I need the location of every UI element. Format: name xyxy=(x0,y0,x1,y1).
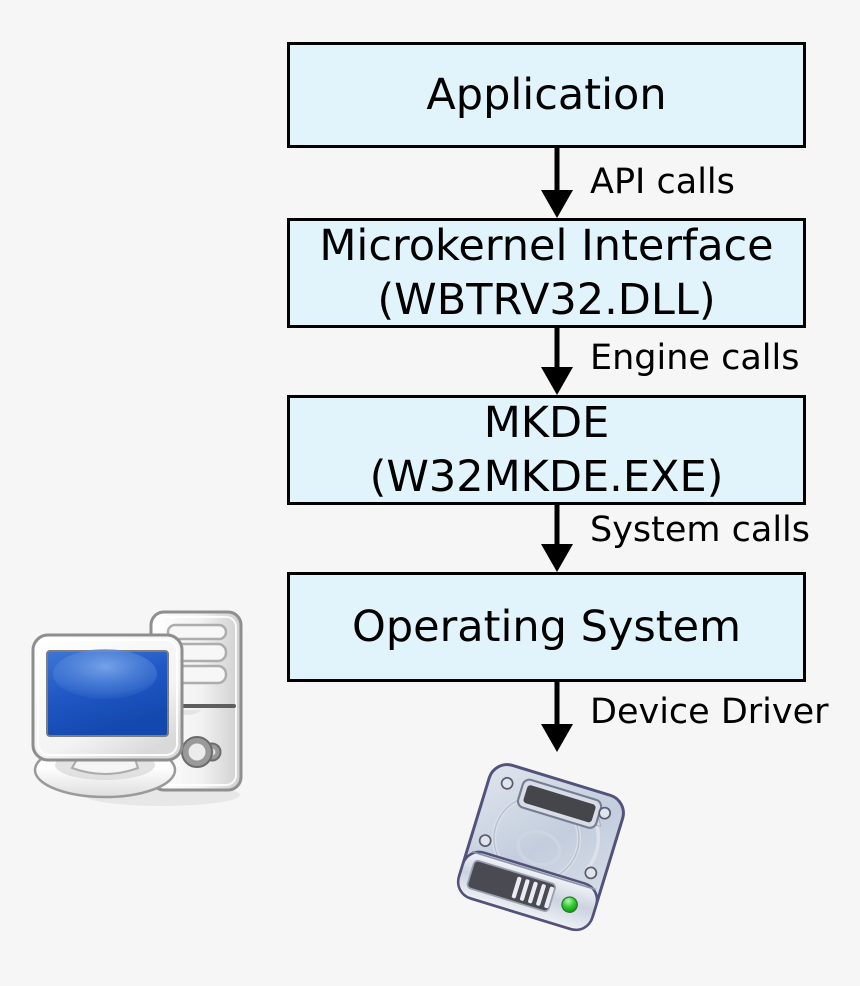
arrow-head xyxy=(541,367,573,395)
drive-bay xyxy=(166,623,228,641)
box-label: Application xyxy=(426,70,667,120)
screen-gloss xyxy=(53,649,157,699)
box-operating-system: Operating System xyxy=(287,572,806,682)
box-label: Microkernel Interface xyxy=(319,221,774,271)
arrow-head xyxy=(541,190,573,218)
disk-body-group xyxy=(456,763,625,932)
monitor xyxy=(31,633,184,762)
down-arrow-icon xyxy=(541,148,573,218)
disk-label-slot xyxy=(516,778,603,829)
down-arrow-icon xyxy=(541,682,573,752)
arrow-shaft xyxy=(554,505,560,546)
box-microkernel-interface: Microkernel Interface(WBTRV32.DLL) xyxy=(287,218,806,328)
hard-disk-icon xyxy=(456,762,626,932)
arrow-shaft xyxy=(554,328,560,369)
box-label: Operating System xyxy=(352,602,741,652)
connector-ribs xyxy=(511,876,554,909)
arrow-head xyxy=(541,724,573,752)
arrow-label-device-driver: Device Driver xyxy=(590,692,829,732)
arrow-shaft xyxy=(554,682,560,726)
disk-spindle xyxy=(516,829,562,867)
arrow-label-system-calls: System calls xyxy=(590,510,811,550)
disk-screws xyxy=(478,776,612,880)
box-label: MKDE xyxy=(483,398,610,448)
desktop-computer-icon xyxy=(12,598,244,810)
arrow-shaft xyxy=(554,148,560,192)
arrow-label-engine-calls: Engine calls xyxy=(590,338,800,378)
down-arrow-icon xyxy=(541,328,573,395)
disk-connector-band xyxy=(456,850,599,932)
arrow-label-api-calls: API calls xyxy=(590,162,735,202)
box-label-line2: (WBTRV32.DLL) xyxy=(377,275,716,325)
disk-led xyxy=(561,896,578,913)
box-label-line2: (W32MKDE.EXE) xyxy=(369,452,724,502)
desktop-computer-svg xyxy=(31,610,243,806)
down-arrow-icon xyxy=(541,505,573,572)
power-button xyxy=(181,736,222,768)
box-application: Application xyxy=(287,42,806,148)
box-mkde: MKDE(W32MKDE.EXE) xyxy=(287,395,806,505)
hard-disk-svg xyxy=(456,763,625,932)
arrow-head xyxy=(541,544,573,572)
